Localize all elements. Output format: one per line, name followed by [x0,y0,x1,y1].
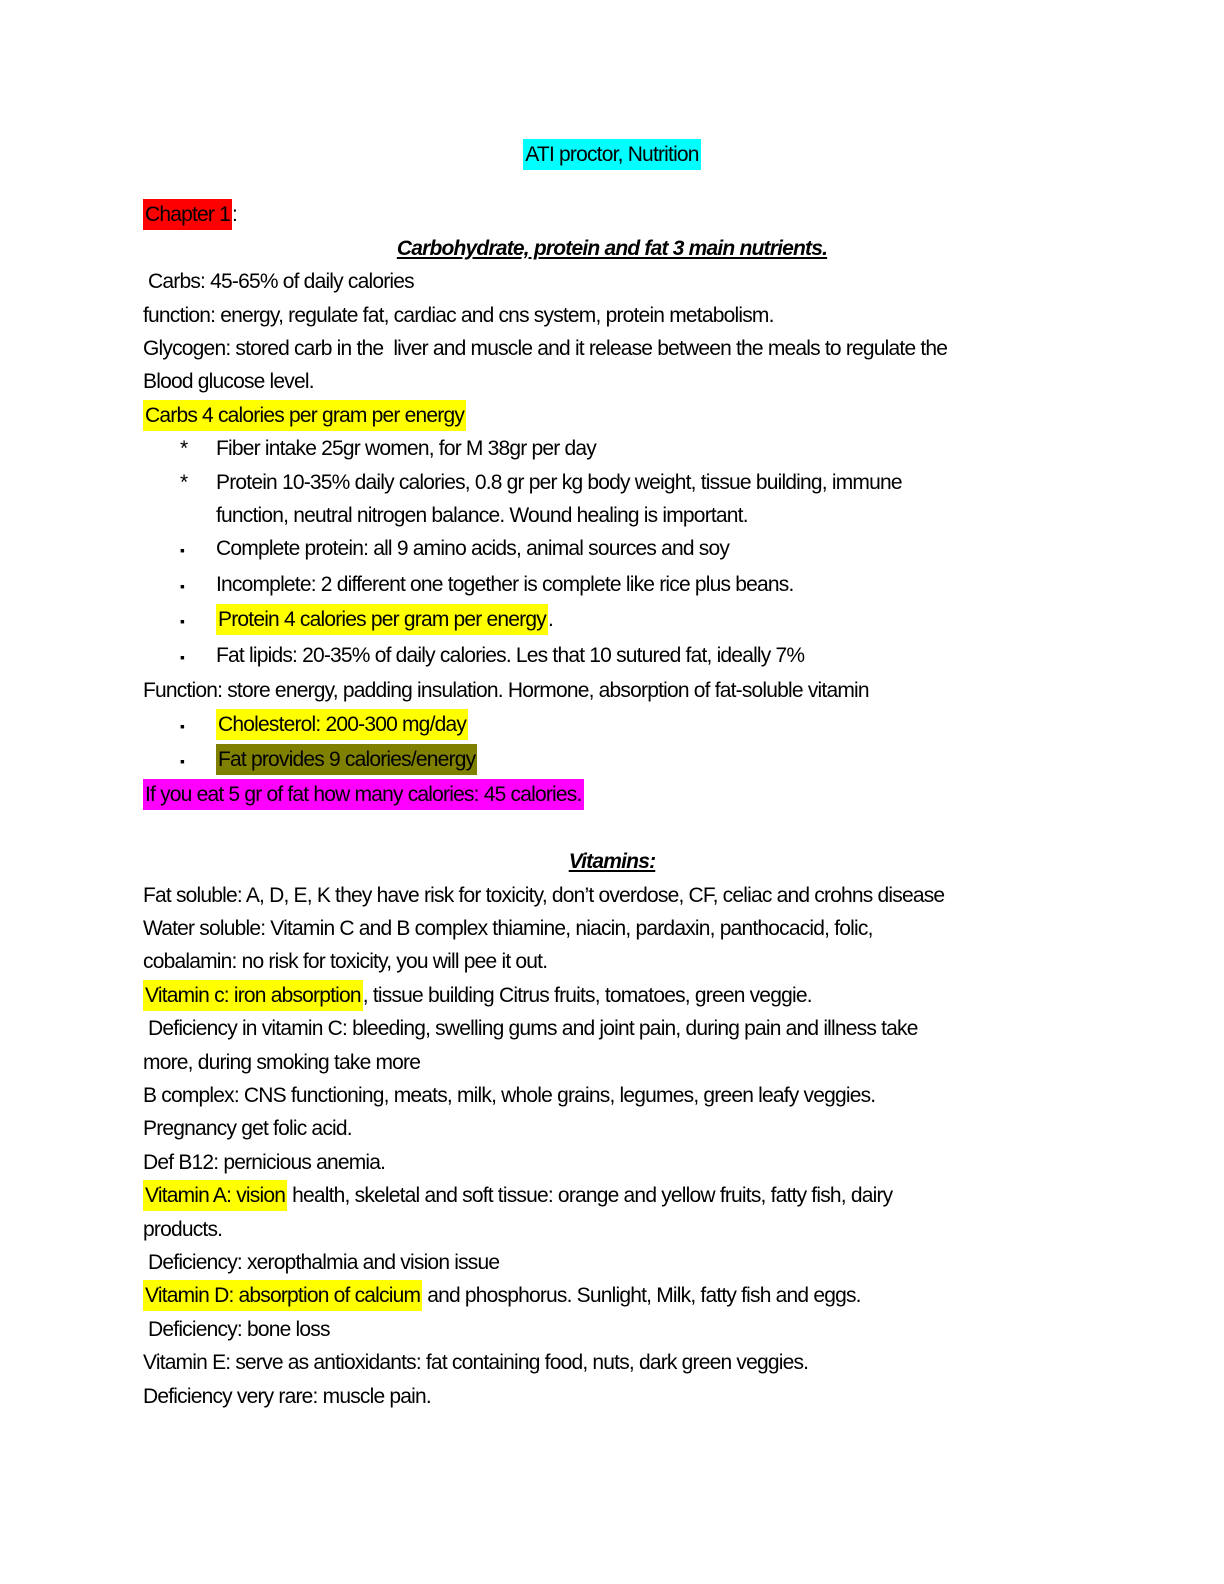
text-segment: : [232,203,238,227]
text-line: ▪ Protein 4 calories per gram per energy. [143,603,1081,638]
highlighted-text: Chapter 1 [143,199,233,231]
square-bullet-marker: ▪ [180,717,185,734]
text-segment: Vitamins: [568,850,656,874]
text-segment: Incomplete: 2 different one together is … [216,572,794,596]
text-segment: Deficiency: xeropthalmia and vision issu… [143,1251,500,1274]
text-segment: health, skeletal and soft tissue: orange… [287,1184,893,1208]
text-line: Vitamin E: serve as antioxidants: fat co… [143,1346,1081,1379]
highlighted-text: Vitamin D: absorption of calcium [143,1280,423,1312]
square-bullet-marker: ▪ [180,542,185,559]
text-segment: Vitamin E: serve as antioxidants: fat co… [143,1351,809,1375]
text-segment: . [547,608,554,632]
asterisk-bullet-marker: * [180,470,188,494]
text-line: ▪ Fat provides 9 calories/energy [143,743,1081,778]
text-line: Deficiency: bone loss [143,1313,1081,1346]
text-line: products. [143,1213,1081,1246]
text-line: Function: store energy, padding insulati… [143,674,1081,707]
text-line: ▪ Complete protein: all 9 amino acids, an… [143,532,1081,567]
text-segment: B complex: CNS functioning, meats, milk,… [143,1083,876,1107]
text-line: B complex: CNS functioning, meats, milk,… [143,1079,1081,1112]
text-segment: Pregnancy get folic acid. [143,1117,353,1141]
highlighted-text: Carbs 4 calories per gram per energy [143,399,467,431]
text-segment: Deficiency in vitamin C: bleeding, swell… [143,1017,918,1041]
text-line: Vitamin c: iron absorption, tissue build… [143,979,1081,1012]
text-line: Pregnancy get folic acid. [143,1112,1081,1145]
text-segment: products. [143,1217,223,1241]
text-line: Vitamin A: vision health, skeletal and s… [143,1179,1081,1212]
text-line: Water soluble: Vitamin C and B complex t… [143,912,1081,945]
square-bullet-marker: ▪ [180,648,185,665]
highlighted-text: Cholesterol: 200-300 mg/day [216,708,469,740]
text-line: Blood glucose level. [143,365,1081,398]
text-line: * Fiber intake 25gr women, for M 38gr per… [143,432,1081,465]
text-segment: Blood glucose level. [143,370,315,394]
square-bullet-marker: ▪ [180,752,185,769]
text-segment: Fiber intake 25gr women, for M 38gr per … [216,437,597,461]
text-segment: cobalamin: no risk for toxicity, you wil… [143,950,548,974]
text-line: Deficiency in vitamin C: bleeding, swell… [143,1012,1081,1045]
text-segment: Glycogen: stored carb in the liver and m… [143,337,948,361]
text-segment: Fat lipids: 20-35% of daily calories. Le… [216,643,805,667]
text-segment: Def B12: pernicious anemia. [143,1150,386,1174]
text-line: Deficiency very rare: muscle pain. [143,1380,1081,1413]
highlighted-text: Fat provides 9 calories/energy [216,743,478,775]
text-segment: function: energy, regulate fat, cardiac … [143,303,774,327]
asterisk-bullet-marker: * [180,437,188,461]
text-line: ▪ Cholesterol: 200-300 mg/day [143,708,1081,743]
text-segment: Function: store energy, padding insulati… [143,679,870,703]
text-segment: function, neutral nitrogen balance. Woun… [216,504,749,528]
text-line: Carbs 4 calories per gram per energy [143,399,1081,432]
text-line: Vitamin D: absorption of calcium and pho… [143,1279,1081,1312]
text-line: * Protein 10-35% daily calories, 0.8 gr p… [143,466,1081,499]
text-line: ▪ Fat lipids: 20-35% of daily calories. L… [143,639,1081,674]
text-line: Deficiency: xeropthalmia and vision issu… [143,1246,1081,1279]
text-line: function: energy, regulate fat, cardiac … [143,299,1081,332]
text-line: Carbohydrate, protein and fat 3 main nut… [143,232,1081,265]
text-line: Carbs: 45-65% of daily calories [143,265,1081,298]
text-segment: Carbs: 45-65% of daily calories [143,270,415,294]
text-segment: Water soluble: Vitamin C and B complex t… [143,916,873,940]
text-segment: Fat soluble: A, D, E, K they have risk f… [143,883,945,907]
text-segment: Deficiency: bone loss [143,1317,330,1341]
blank-line [143,812,1081,845]
square-bullet-marker: ▪ [180,613,185,630]
text-segment: Carbohydrate, protein and fat 3 main nut… [396,236,828,260]
highlighted-text: ATI proctor, Nutrition [523,139,701,170]
text-segment: Deficiency very rare: muscle pain. [143,1384,432,1408]
text-line: Glycogen: stored carb in the liver and m… [143,332,1081,365]
text-segment: and phosphorus. Sunlight, Milk, fatty fi… [422,1284,861,1308]
text-segment: Protein 10-35% daily calories, 0.8 gr pe… [216,470,903,494]
text-line: ATI proctor, Nutrition [143,138,1081,171]
text-segment: , tissue building Citrus fruits, tomatoe… [362,983,813,1007]
text-line: Vitamins: [143,845,1081,878]
text-line: Chapter 1: [143,198,1081,231]
text-line: Fat soluble: A, D, E, K they have risk f… [143,879,1081,912]
text-line: more, during smoking take more [143,1046,1081,1079]
highlighted-text: Vitamin c: iron absorption [143,979,363,1011]
highlighted-text: If you eat 5 gr of fat how many calories… [143,779,584,811]
highlighted-text: Protein 4 calories per gram per energy [216,604,548,636]
square-bullet-marker: ▪ [180,577,185,594]
text-line: Def B12: pernicious anemia. [143,1146,1081,1179]
text-segment: more, during smoking take more [143,1050,421,1074]
text-line: If you eat 5 gr of fat how many calories… [143,778,1081,811]
text-line: cobalamin: no risk for toxicity, you wil… [143,945,1081,978]
text-segment: Complete protein: all 9 amino acids, ani… [216,537,730,561]
text-line: ▪ Incomplete: 2 different one together is… [143,568,1081,603]
highlighted-text: Vitamin A: vision [143,1180,288,1212]
text-line: function, neutral nitrogen balance. Woun… [143,499,1081,532]
